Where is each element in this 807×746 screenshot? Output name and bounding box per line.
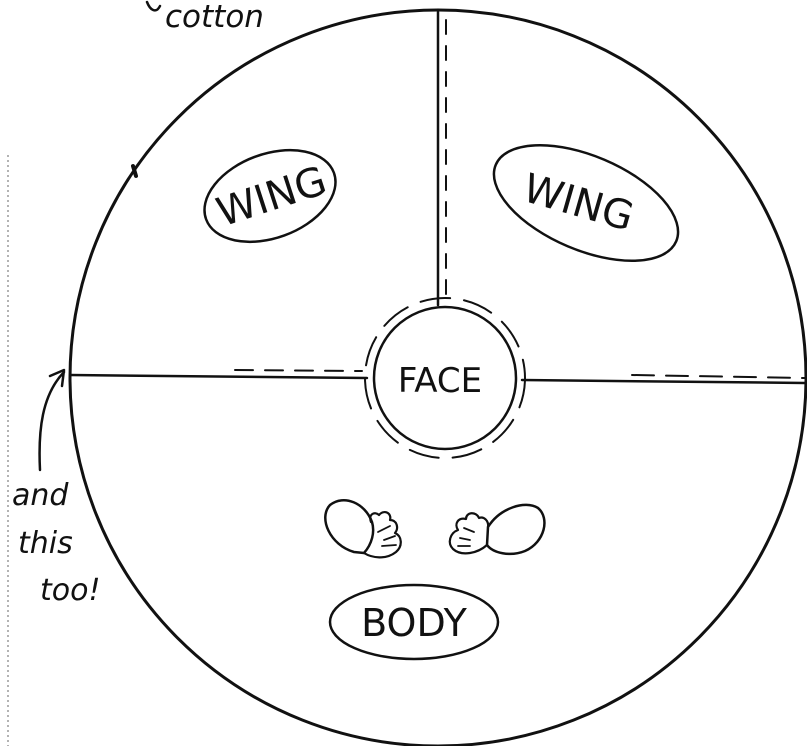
left-arrow-head (50, 370, 64, 386)
top-note: cotton (165, 0, 264, 35)
left-hand-icon (325, 500, 400, 557)
left-arrow-shaft (40, 372, 64, 470)
left-note: and this too! (12, 478, 101, 608)
right-hand-icon (450, 505, 545, 554)
horizontal-divider-right (522, 380, 805, 383)
horizontal-divider-left (70, 375, 367, 378)
top-edge-stroke (147, 2, 160, 10)
face-label: FACE (398, 361, 482, 401)
horizontal-divider-left-dashed (235, 370, 362, 371)
body-label: BODY (361, 601, 467, 645)
horizontal-divider-right-dashed (632, 375, 805, 378)
